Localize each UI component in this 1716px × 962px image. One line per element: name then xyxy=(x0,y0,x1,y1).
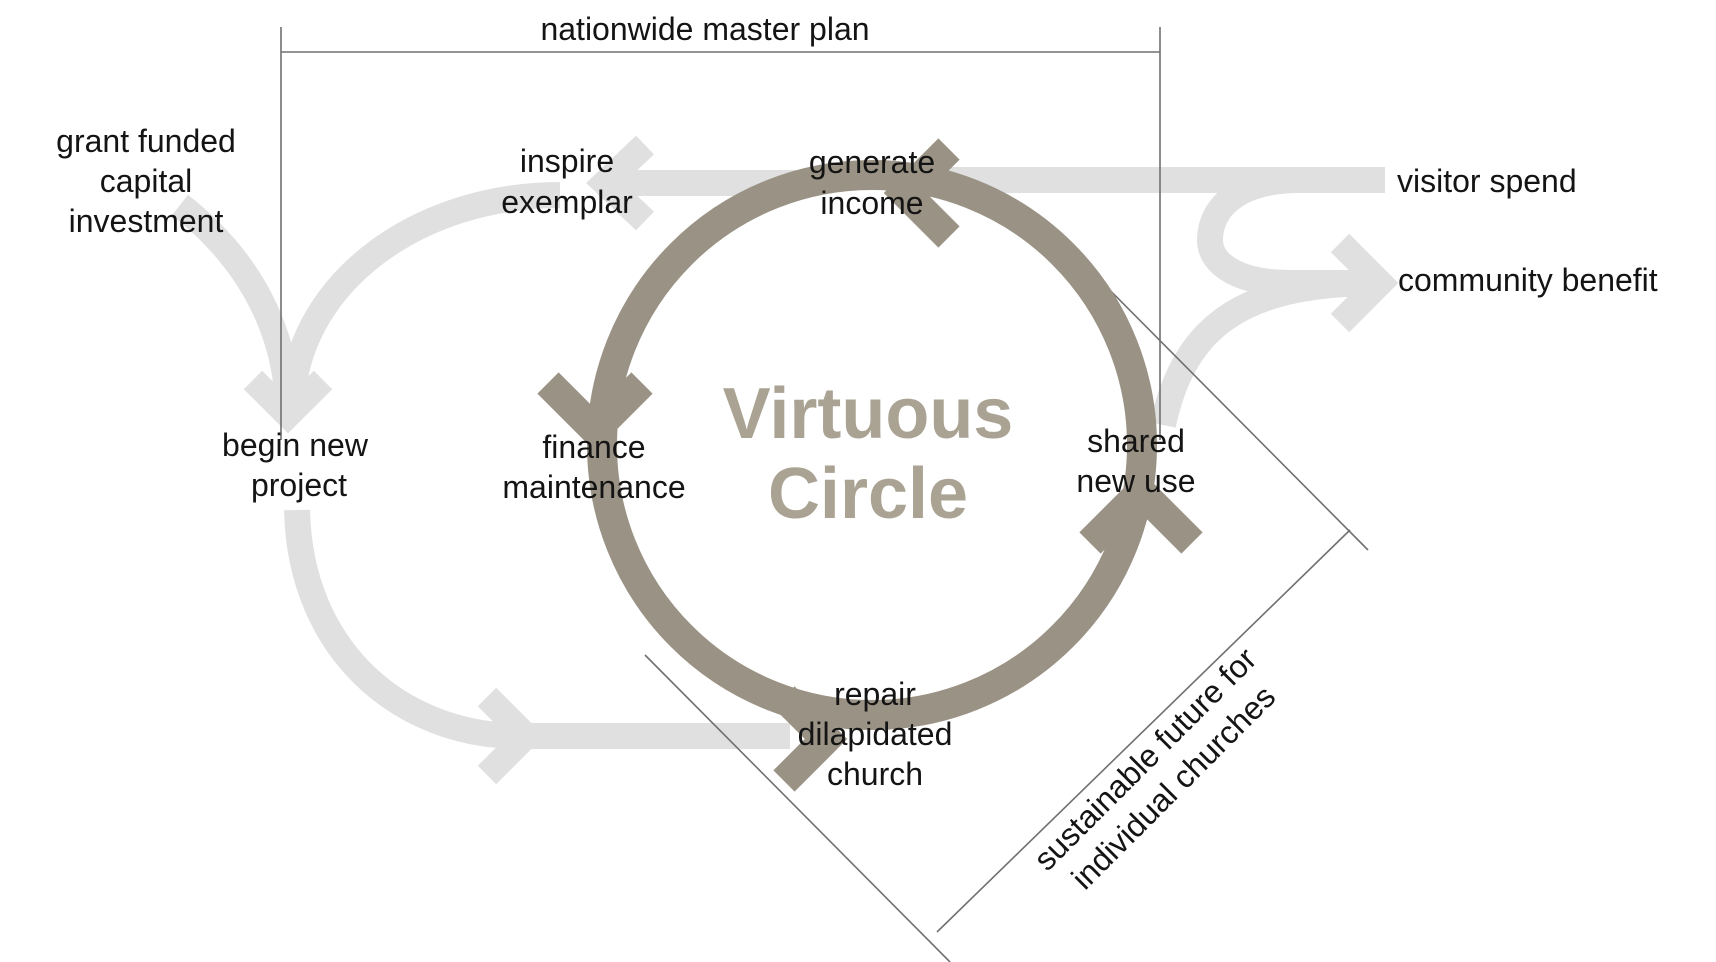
bracket-label-line: sustainable future for xyxy=(1027,640,1264,877)
node-shared-line: shared xyxy=(1087,423,1185,459)
node-repair-line: repair xyxy=(834,676,916,712)
node-repair: repair dilapidated church xyxy=(798,676,953,792)
shared-arrowhead xyxy=(1079,470,1203,554)
master-plan-title: nationwide master plan xyxy=(540,11,869,47)
virtuous-cycle xyxy=(537,138,1203,792)
node-begin-line: begin new xyxy=(222,427,369,463)
begin-to-repair-arrow xyxy=(284,509,790,749)
node-repair-line: church xyxy=(827,756,923,792)
node-inspire: inspire exemplar xyxy=(501,143,633,220)
begin-repair-arrowhead xyxy=(477,687,545,785)
node-generate-line: generate xyxy=(809,144,935,180)
node-finance-line: finance xyxy=(542,429,645,465)
node-visitor: visitor spend xyxy=(1397,163,1577,199)
node-shared-line: new use xyxy=(1076,463,1195,499)
node-inspire-line: exemplar xyxy=(501,184,633,220)
finance-arrowhead xyxy=(537,372,653,452)
guide-lines xyxy=(280,27,1369,962)
node-generate-line: income xyxy=(820,185,923,221)
node-begin: begin new project xyxy=(222,427,369,503)
node-repair-line: dilapidated xyxy=(798,716,953,752)
visitor-to-community-loop xyxy=(1196,167,1380,296)
node-community: community benefit xyxy=(1398,262,1658,298)
inspire-arrowhead xyxy=(586,135,654,231)
node-begin-line: project xyxy=(251,467,347,503)
node-finance-line: maintenance xyxy=(502,469,685,505)
shared-to-community-arrow xyxy=(1150,270,1381,428)
node-visitor-line: visitor spend xyxy=(1397,163,1577,199)
generate-arrowhead xyxy=(883,138,960,248)
node-inspire-line: inspire xyxy=(520,143,614,179)
grant-arrowhead xyxy=(243,370,333,434)
repair-arrowhead xyxy=(773,686,848,792)
node-generate: generate income xyxy=(809,144,935,221)
node-grant-line: grant funded xyxy=(56,123,236,159)
bracket-lower-line xyxy=(644,654,951,962)
node-finance: finance maintenance xyxy=(502,429,685,505)
center-title-line2: Circle xyxy=(768,454,968,534)
inspire-to-begin-arrow xyxy=(279,182,561,402)
cycle-ring xyxy=(587,160,1157,730)
node-grant-line: capital xyxy=(100,163,193,199)
node-grant: grant funded capital investment xyxy=(56,123,236,239)
node-grant-line: investment xyxy=(69,203,224,239)
node-shared: shared new use xyxy=(1076,423,1195,499)
bracket-outer-line xyxy=(936,529,1351,933)
bracket-label: sustainable future for individual church… xyxy=(1027,640,1283,896)
node-community-line: community benefit xyxy=(1398,262,1658,298)
center-title-line1: Virtuous xyxy=(723,374,1014,454)
